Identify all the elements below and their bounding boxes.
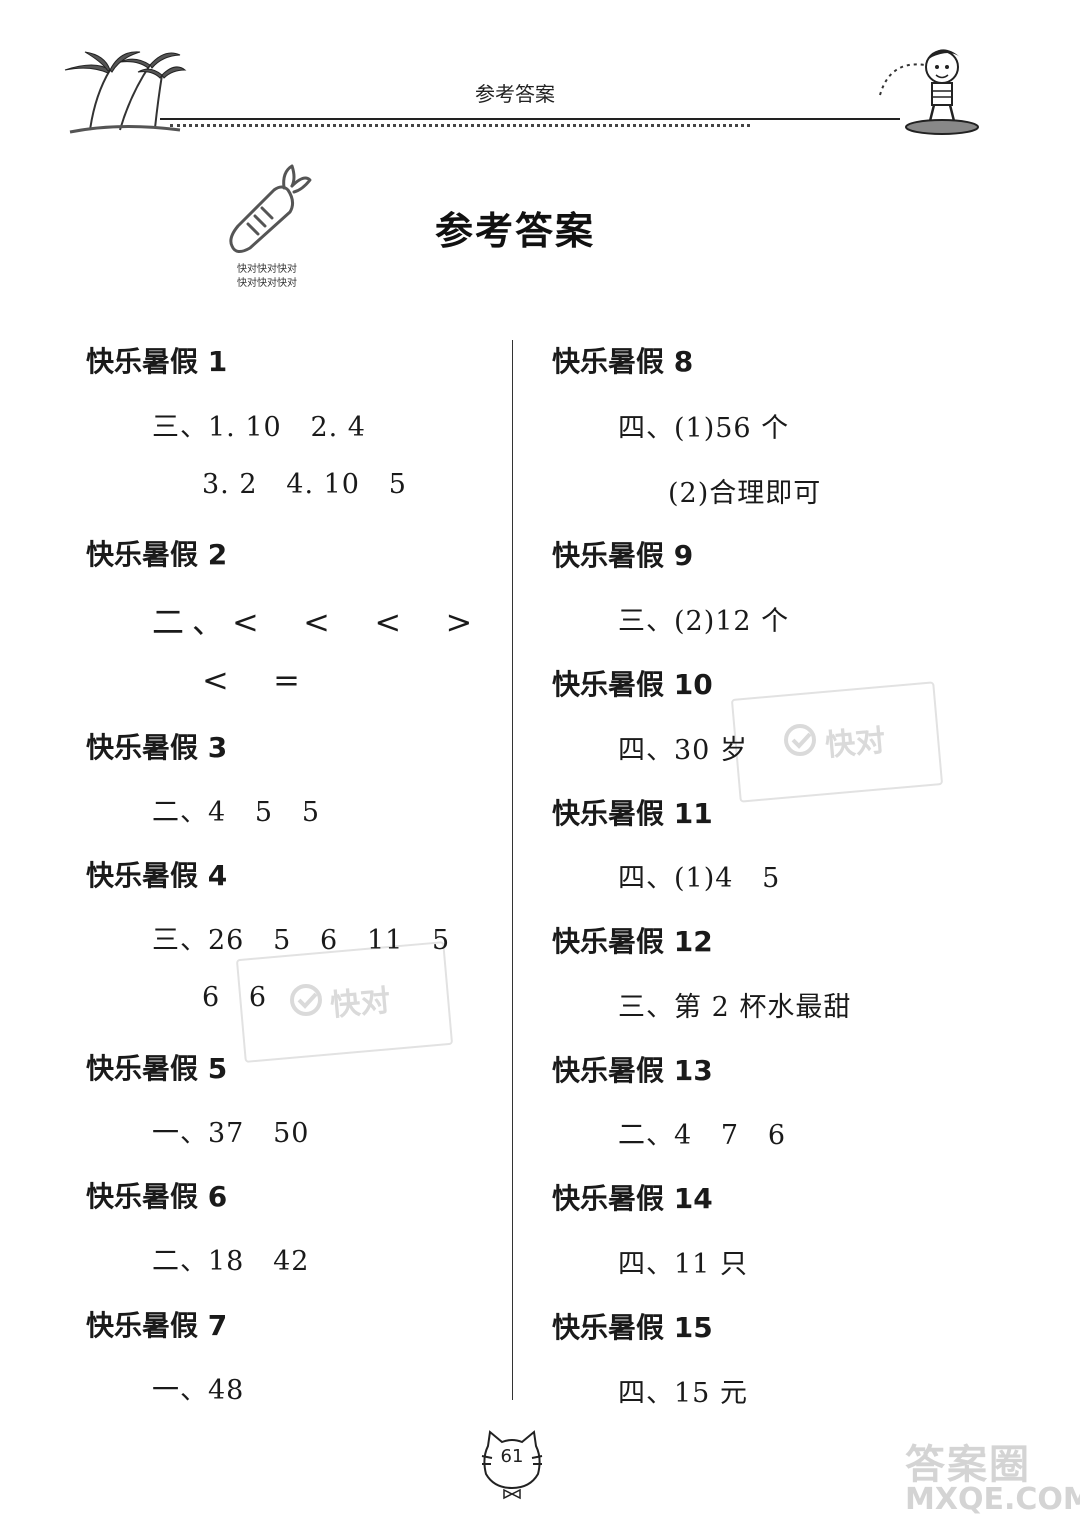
watermark-check-icon (290, 984, 322, 1016)
watermark-check-icon (784, 724, 816, 756)
answer-line: 三、(2)12 个 (618, 606, 790, 637)
section-heading: 快乐暑假 7 (86, 1309, 228, 1342)
answer-line: 四、(1)4 5 (618, 863, 781, 894)
surfer-boy-illustration (879, 49, 979, 135)
carrot-caption-1: 快对快对快对 (237, 264, 297, 275)
answer-line: 一、37 50 (152, 1118, 310, 1149)
header-dotted-line (170, 124, 750, 127)
answer-line: 三、1. 10 2. 4 (152, 412, 366, 443)
header-title: 参考答案 (475, 82, 555, 106)
section-heading: 快乐暑假 8 (552, 345, 694, 378)
answer-line: 二、< < < > (152, 603, 481, 641)
section-heading: 快乐暑假 4 (86, 859, 228, 892)
answer-line: 二、4 5 5 (152, 797, 321, 828)
page-number: 61 (500, 1446, 524, 1467)
watermark-text: 快对 (328, 983, 392, 1024)
section-heading: 快乐暑假 10 (552, 668, 713, 701)
answer-line: 四、15 元 (618, 1378, 748, 1409)
answer-line: 四、11 只 (618, 1249, 748, 1280)
section-heading: 快乐暑假 15 (552, 1311, 713, 1344)
section-heading: 快乐暑假 14 (552, 1182, 713, 1215)
answer-line: 3. 2 4. 10 5 (202, 469, 407, 500)
section-heading: 快乐暑假 12 (552, 925, 713, 958)
answer-line: 四、30 岁 (618, 735, 748, 766)
answer-line: 三、第 2 杯水最甜 (618, 992, 852, 1023)
column-divider (512, 340, 513, 1400)
section-heading: 快乐暑假 5 (86, 1052, 228, 1085)
answer-line: 6 6 (202, 982, 268, 1013)
section-heading: 快乐暑假 6 (86, 1180, 228, 1213)
section-heading: 快乐暑假 3 (86, 731, 228, 764)
corner-watermark-url: MXQE.COM (905, 1482, 1080, 1517)
section-heading: 快乐暑假 9 (552, 539, 694, 572)
section-heading: 快乐暑假 1 (86, 345, 228, 378)
header-rule (160, 118, 900, 120)
carrot-caption-2: 快对快对快对 (237, 278, 297, 289)
answer-line: < = (202, 661, 308, 699)
answer-line: 一、48 (152, 1375, 245, 1406)
section-heading: 快乐暑假 2 (86, 538, 228, 571)
answer-line: 四、(1)56 个 (618, 413, 790, 444)
corner-watermark-title: 答案圈 (905, 1442, 1031, 1488)
page-title: 参考答案 (434, 209, 595, 253)
carrot-icon (229, 164, 312, 253)
watermark-text: 快对 (823, 723, 887, 764)
section-heading: 快乐暑假 11 (552, 797, 713, 830)
answer-line: 二、18 42 (152, 1246, 310, 1277)
answer-line: (2)合理即可 (668, 478, 822, 509)
answer-line: 二、4 7 6 (618, 1120, 787, 1151)
cat-face-icon (481, 1430, 543, 1500)
palm-tree-illustration (64, 51, 187, 134)
answer-line: 三、26 5 6 11 5 (152, 925, 451, 956)
section-heading: 快乐暑假 13 (552, 1054, 713, 1087)
